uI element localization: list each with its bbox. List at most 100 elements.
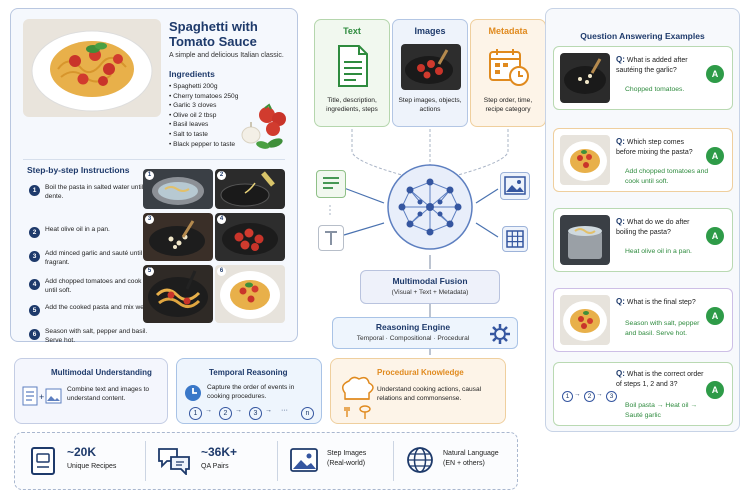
qa-pairs-count: ~36K+ — [201, 445, 238, 459]
stat-divider — [277, 441, 278, 481]
temporal-title: Temporal Reasoning — [209, 368, 288, 377]
globe-icon — [405, 445, 435, 475]
fusion-title: Multimodal Fusion — [392, 276, 468, 286]
ingredient-item: • Salt to taste — [169, 130, 208, 138]
step-image: 2 — [215, 169, 285, 209]
qa-question: Q: What is added after sautéing the garl… — [616, 55, 688, 74]
ingredient-item: • Olive oil 2 tbsp — [169, 111, 217, 119]
qa-pairs-label: QA Pairs — [201, 463, 229, 470]
multimodal-understanding-box: Multimodal Understanding + Combine text … — [14, 358, 168, 424]
step-image: 5 — [143, 265, 213, 323]
sequence-step: 3 — [249, 407, 262, 420]
grid-table-icon — [502, 226, 528, 252]
step-text: Season with salt, pepper and basil. Serv… — [45, 328, 148, 344]
qa-question: Q: Which step comes before mixing the pa… — [616, 137, 693, 156]
step-number: 3 — [29, 251, 40, 262]
recipe-title: Spaghetti with Tomato Sauce — [169, 19, 258, 49]
reasoning-subtitle: Temporal · Compositional · Procedural — [356, 335, 470, 342]
image-frame-icon — [289, 447, 319, 475]
step-number: 6 — [29, 329, 40, 340]
language-label: Natural Language (EN + others) — [443, 449, 499, 469]
answer-badge: A — [706, 65, 724, 83]
stats-bar: ~20K Unique Recipes ~36K+ QA Pairs Step … — [14, 432, 518, 490]
calendar-clock-icon — [487, 46, 531, 88]
qa-answer: Add chopped tomatoes and cook until soft… — [625, 168, 709, 185]
step-image-number: 2 — [217, 171, 226, 180]
recipe-title-line1: Spaghetti with — [169, 19, 258, 34]
multimodal-desc: Combine text and images to understand co… — [67, 386, 150, 402]
step-image: 1 — [143, 169, 213, 209]
text-type-icon — [318, 225, 344, 251]
ingredients-illustration — [237, 97, 293, 153]
step-row: 2 Heat olive oil in a pan. — [29, 223, 277, 259]
step-image-number: 6 — [217, 267, 226, 276]
qa-answer: Boil pasta → Heat oil → Sauté garlic — [625, 402, 698, 419]
stat-divider — [393, 441, 394, 481]
chat-bubbles-icon — [157, 445, 191, 475]
multimodal-fusion-box: Multimodal Fusion (Visual + Text + Metad… — [360, 270, 500, 304]
steps-heading: Step-by-step Instructions — [27, 165, 130, 175]
step-text: Add minced garlic and sauté until fragra… — [45, 250, 143, 266]
recipe-hero-image — [23, 19, 161, 117]
recipe-divider — [23, 159, 285, 160]
ingredient-item: • Basil leaves — [169, 121, 209, 129]
stat-divider — [145, 441, 146, 481]
recipes-count: ~20K — [67, 445, 97, 459]
reasoning-engine-box: Reasoning Engine Temporal · Compositiona… — [332, 317, 518, 349]
language-line1: Natural Language — [443, 450, 499, 457]
qa-card: 1 → 2 → 3 Q: What is the correct order o… — [553, 362, 733, 426]
step-image: 6 — [215, 265, 285, 323]
qa-card: Q: Which step comes before mixing the pa… — [553, 128, 733, 192]
clock-icon — [183, 383, 203, 403]
language-line2: (EN + others) — [443, 460, 485, 467]
step-text: Boil the pasta in salted water until al … — [45, 184, 151, 200]
qa-sequence: 1 → 2 → 3 — [562, 391, 617, 403]
step-image-number: 4 — [217, 215, 226, 224]
procedural-knowledge-box: Procedural Knowledge Understand cooking … — [330, 358, 506, 424]
step-number: 5 — [29, 305, 40, 316]
sequence-row: 1 → 2 → 3 → ··· n — [189, 407, 319, 421]
step-image: 3 — [143, 213, 213, 261]
ingredient-list: • Spaghetti 200g • Cherry tomatoes 250g … — [169, 82, 259, 149]
svg-text:+: + — [39, 392, 44, 402]
step-images-line2: (Real-world) — [327, 460, 366, 467]
sequence-step: n — [301, 407, 314, 420]
sequence-step: 1 — [562, 391, 573, 402]
step-image-number: 1 — [145, 171, 154, 180]
answer-badge: A — [706, 227, 724, 245]
text-doc-small-icon — [316, 170, 346, 198]
fusion-subtitle: (Visual + Text + Metadata) — [391, 289, 469, 296]
qa-image — [560, 295, 610, 345]
modality-metadata-title: Metadata — [488, 26, 528, 36]
qa-answer: Heat olive oil in a pan. — [625, 248, 692, 255]
sequence-step: 2 — [584, 391, 595, 402]
step-text: Add the cooked pasta and mix well. — [45, 304, 149, 311]
step-image: 4 — [215, 213, 285, 261]
sequence-step: 2 — [219, 407, 232, 420]
answer-badge: A — [706, 381, 724, 399]
qa-question: Q: What is the correct order of steps 1,… — [616, 369, 704, 388]
qa-answer: Chopped tomatoes. — [625, 86, 685, 93]
step-row: 1 Boil the pasta in salted water until a… — [29, 181, 277, 217]
answer-badge: A — [706, 147, 724, 165]
modality-metadata-box: Metadata Step order, time, recipe catego… — [470, 19, 546, 127]
modality-images-box: Images Step images, objects, actions — [392, 19, 468, 127]
step-image-number: 3 — [145, 215, 154, 224]
modality-images-title: Images — [414, 26, 446, 36]
arrow-right-icon: → — [596, 391, 603, 398]
ingredient-item: • Garlic 3 cloves — [169, 102, 217, 110]
arrow-right-icon: → — [205, 407, 212, 414]
temporal-reasoning-box: Temporal Reasoning Capture the order of … — [176, 358, 322, 424]
step-image-number: 5 — [145, 267, 154, 276]
gear-icon — [489, 323, 511, 345]
recipe-subtitle: A simple and delicious Italian classic. — [169, 52, 284, 59]
step-text: Add chopped tomatoes and cook until soft… — [45, 278, 142, 294]
modality-text-title: Text — [343, 26, 361, 36]
step-number: 2 — [29, 227, 40, 238]
step-number: 1 — [29, 185, 40, 196]
step-text: Heat olive oil in a pan. — [45, 226, 110, 233]
qa-card: Q: What is added after sautéing the garl… — [553, 46, 733, 110]
multimodal-title: Multimodal Understanding — [51, 368, 152, 377]
reasoning-title: Reasoning Engine — [375, 322, 451, 332]
image-small-icon — [500, 172, 530, 200]
